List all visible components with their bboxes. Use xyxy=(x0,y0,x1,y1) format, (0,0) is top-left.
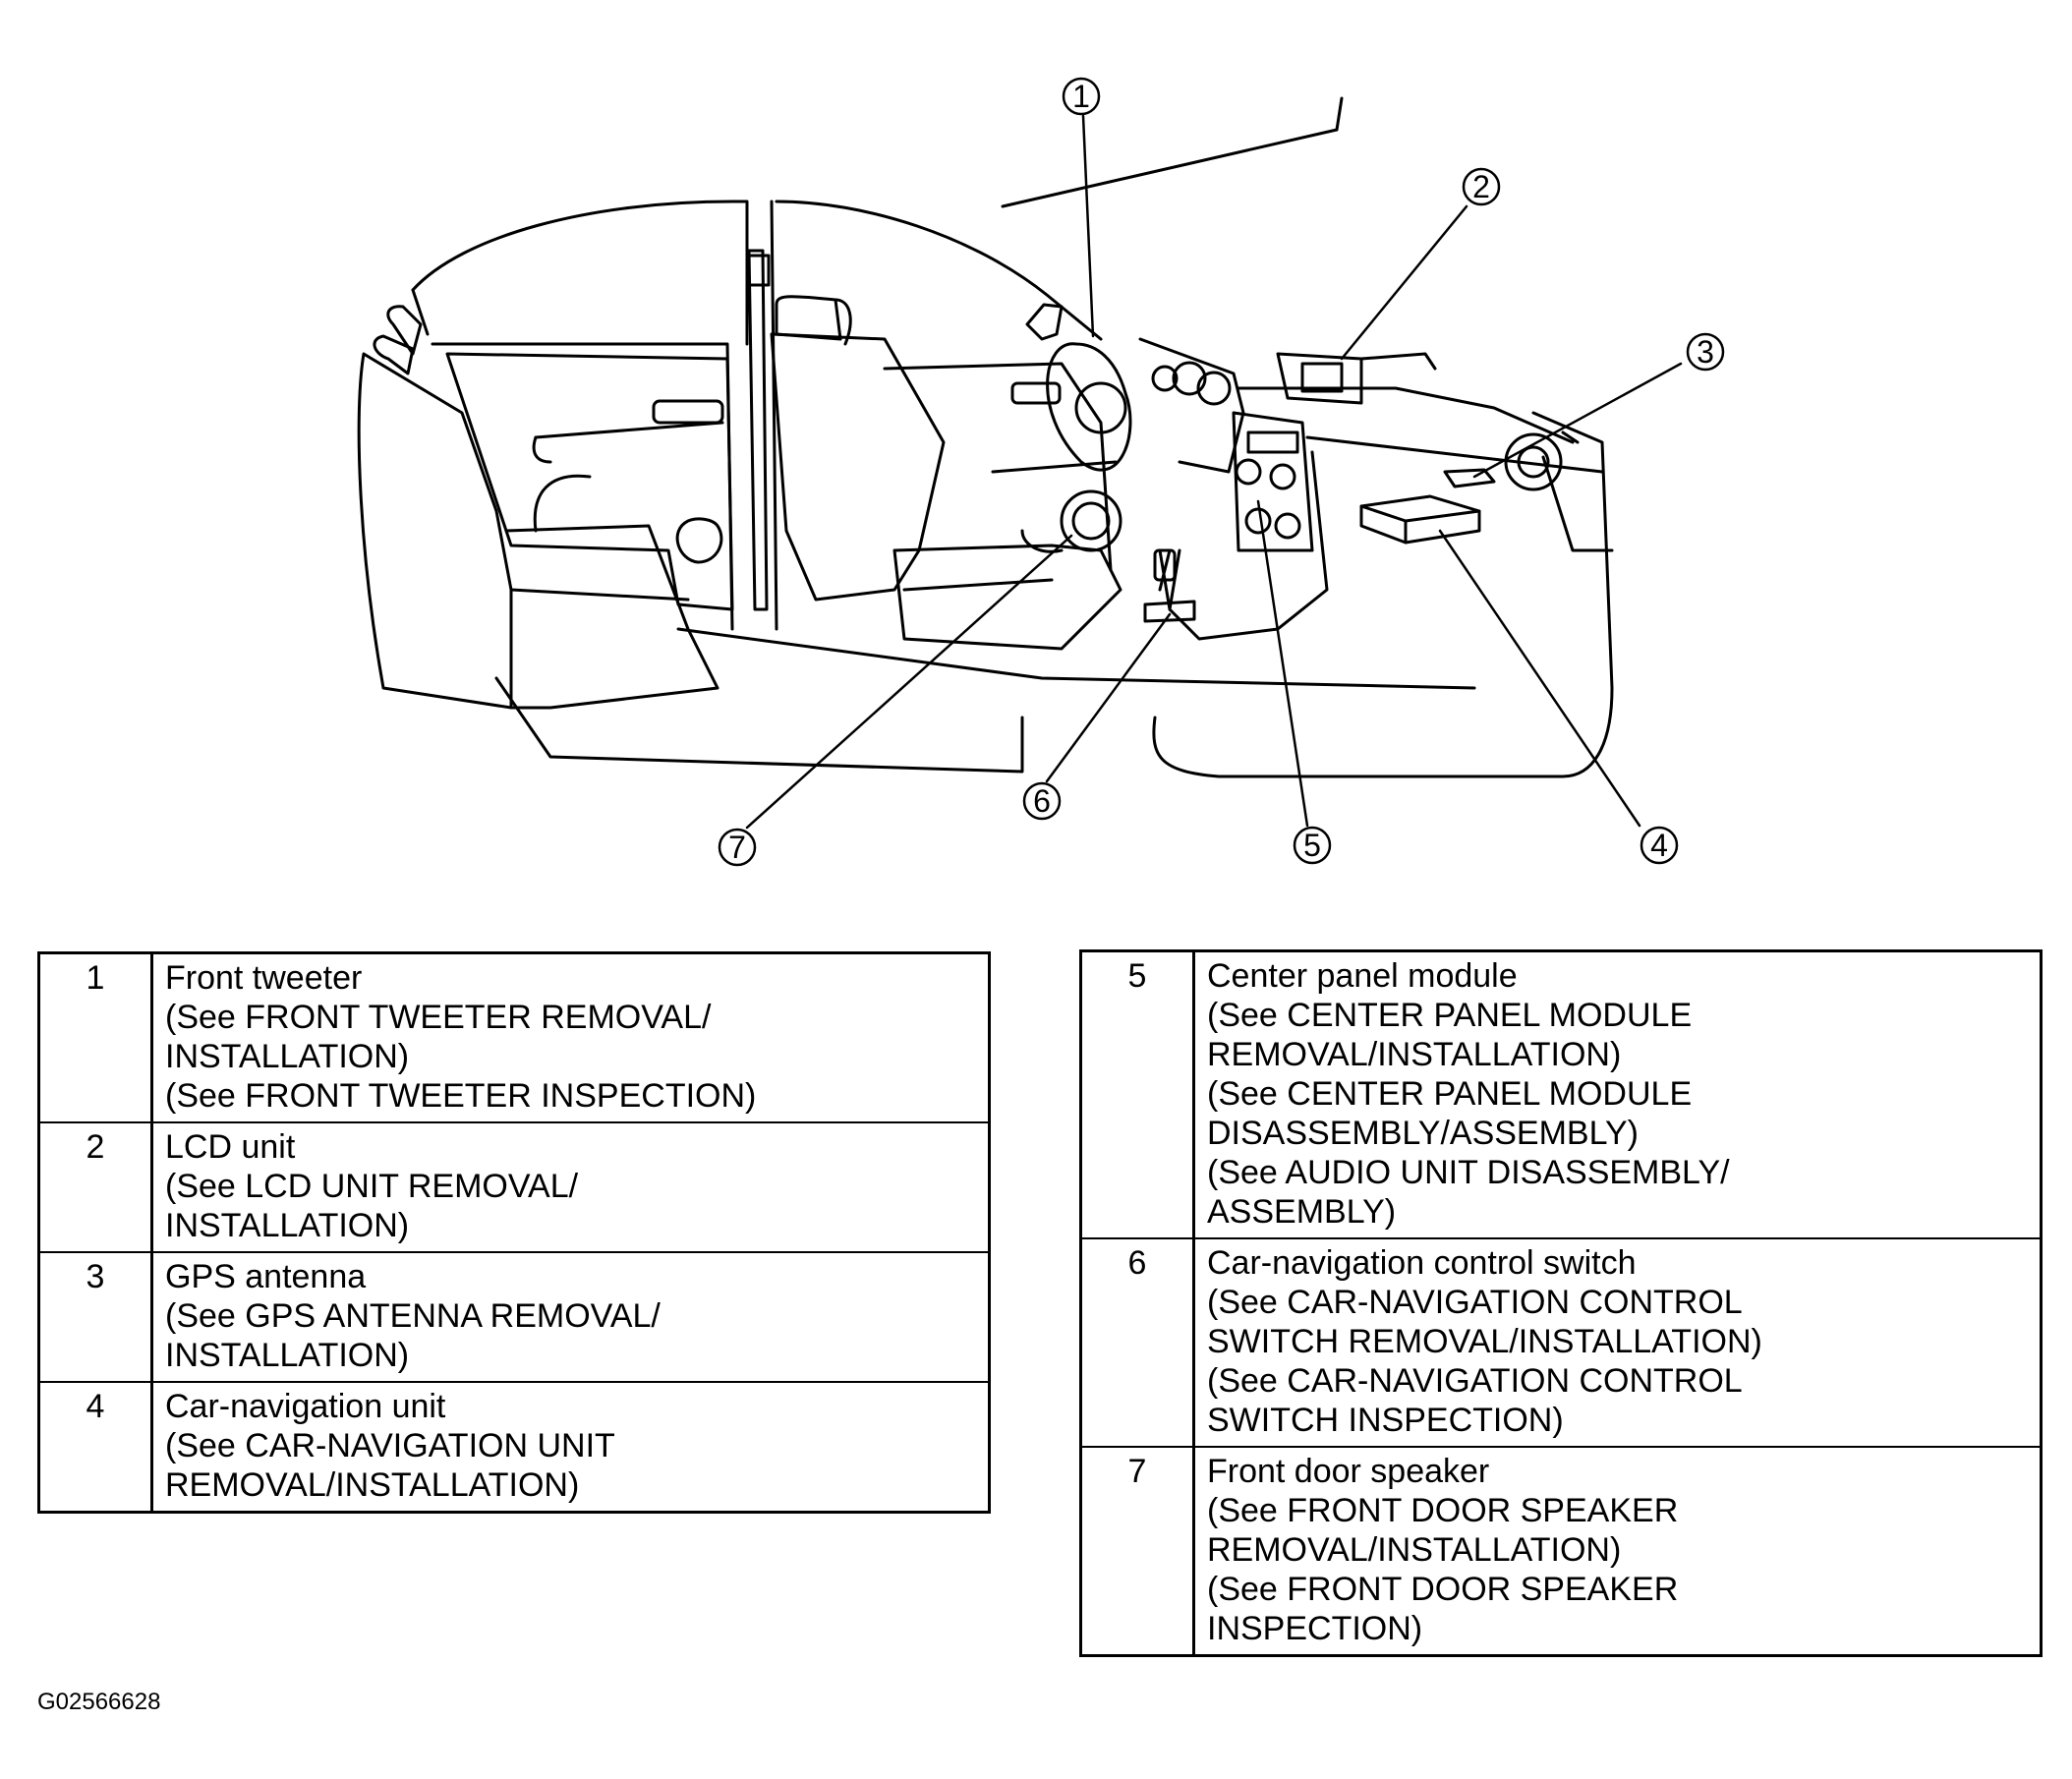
procedure-reference: INSTALLATION) xyxy=(165,1207,410,1244)
procedure-reference: REMOVAL/INSTALLATION) xyxy=(165,1466,580,1504)
procedure-reference: (See GPS ANTENNA REMOVAL/ xyxy=(165,1297,661,1335)
procedure-reference: SWITCH INSPECTION) xyxy=(1207,1402,1564,1439)
procedure-reference: (See FRONT TWEETER INSPECTION) xyxy=(165,1077,757,1115)
callout-label-7: 7 xyxy=(728,830,746,865)
procedure-reference: ASSEMBLY) xyxy=(1207,1193,1397,1231)
car-body-outline xyxy=(411,96,1614,778)
callout-label-1: 1 xyxy=(1072,79,1090,114)
legend-item-description: Front tweeter(See FRONT TWEETER REMOVAL/… xyxy=(151,951,990,1123)
callout-label-3: 3 xyxy=(1697,334,1714,370)
procedure-reference: (See CAR-NAVIGATION CONTROL xyxy=(1207,1284,1743,1321)
component-name: LCD unit xyxy=(165,1128,296,1166)
procedure-reference: (See CAR-NAVIGATION CONTROL xyxy=(1207,1362,1743,1400)
procedure-reference: REMOVAL/INSTALLATION) xyxy=(1207,1531,1622,1569)
legend-item-description: Car-navigation control switch(See CAR-NA… xyxy=(1193,1237,2042,1448)
front-door-speaker-icon xyxy=(1060,489,1122,552)
callout-label-6: 6 xyxy=(1033,783,1051,819)
legend-item-number: 7 xyxy=(1080,1446,1195,1657)
callout-4: 4 xyxy=(1640,826,1679,865)
component-name: Front door speaker xyxy=(1207,1453,1490,1490)
seat-belt xyxy=(745,249,771,611)
procedure-reference: (See FRONT TWEETER REMOVAL/ xyxy=(165,999,712,1036)
dashboard xyxy=(1025,303,1575,641)
console xyxy=(1143,548,1196,623)
car-navigation-control-switch xyxy=(1143,600,1196,623)
procedure-reference: (See FRONT DOOR SPEAKER xyxy=(1207,1492,1679,1529)
rear-door xyxy=(445,352,734,611)
legend-item-number: 1 xyxy=(38,951,153,1123)
legend-item-number: 3 xyxy=(38,1251,153,1383)
component-name: Car-navigation control switch xyxy=(1207,1244,1637,1282)
procedure-reference: DISASSEMBLY/ASSEMBLY) xyxy=(1207,1115,1639,1152)
callout-5: 5 xyxy=(1293,826,1332,865)
callout-label-2: 2 xyxy=(1472,169,1490,204)
gps-antenna xyxy=(1443,468,1496,488)
legend-item-number: 5 xyxy=(1080,949,1195,1239)
legend-item-description: Center panel module(See CENTER PANEL MOD… xyxy=(1193,949,2042,1239)
front-seat xyxy=(770,295,1122,651)
legend-item-description: GPS antenna(See GPS ANTENNA REMOVAL/INST… xyxy=(151,1251,990,1383)
legend-item-description: LCD unit(See LCD UNIT REMOVAL/INSTALLATI… xyxy=(151,1121,990,1253)
component-name: Car-navigation unit xyxy=(165,1388,446,1425)
callout-7: 7 xyxy=(718,828,757,867)
procedure-reference: (See CENTER PANEL MODULE xyxy=(1207,1075,1693,1113)
rear-seat xyxy=(357,305,719,710)
procedure-reference: SWITCH REMOVAL/INSTALLATION) xyxy=(1207,1323,1762,1360)
callout-label-4: 4 xyxy=(1650,828,1668,863)
legend-item-description: Car-navigation unit(See CAR-NAVIGATION U… xyxy=(151,1381,990,1514)
car-interior-diagram: 1 2 3 4 5 6 7 xyxy=(357,77,1725,867)
legend-item-number: 4 xyxy=(38,1381,153,1514)
lcd-unit xyxy=(1276,352,1437,405)
callout-1: 1 xyxy=(1062,77,1101,116)
center-panel-module xyxy=(1232,411,1314,552)
callout-3: 3 xyxy=(1686,332,1725,372)
car-navigation-unit xyxy=(1359,494,1481,545)
front-door xyxy=(883,362,1122,572)
procedure-reference: (See CENTER PANEL MODULE xyxy=(1207,997,1693,1034)
procedure-reference: REMOVAL/INSTALLATION) xyxy=(1207,1036,1622,1073)
callout-label-5: 5 xyxy=(1303,828,1321,863)
legend-item-description: Front door speaker(See FRONT DOOR SPEAKE… xyxy=(1193,1446,2042,1657)
legend-item-number: 6 xyxy=(1080,1237,1195,1448)
side-vent xyxy=(1504,430,1580,491)
procedure-reference: INSTALLATION) xyxy=(165,1038,410,1075)
component-name: Center panel module xyxy=(1207,957,1518,995)
procedure-reference: (See CAR-NAVIGATION UNIT xyxy=(165,1427,615,1464)
figure-id: G02566628 xyxy=(37,1689,161,1715)
callout-6: 6 xyxy=(1022,781,1062,821)
component-name: GPS antenna xyxy=(165,1258,367,1295)
component-name: Front tweeter xyxy=(165,959,363,997)
callout-2: 2 xyxy=(1462,167,1501,206)
procedure-reference: (See FRONT DOOR SPEAKER xyxy=(1207,1571,1679,1608)
leader-lines xyxy=(745,114,1683,830)
legend-item-number: 2 xyxy=(38,1121,153,1253)
procedure-reference: (See LCD UNIT REMOVAL/ xyxy=(165,1168,579,1205)
procedure-reference: INSTALLATION) xyxy=(165,1337,410,1374)
procedure-reference: (See AUDIO UNIT DISASSEMBLY/ xyxy=(1207,1154,1730,1191)
procedure-reference: INSPECTION) xyxy=(1207,1610,1423,1647)
